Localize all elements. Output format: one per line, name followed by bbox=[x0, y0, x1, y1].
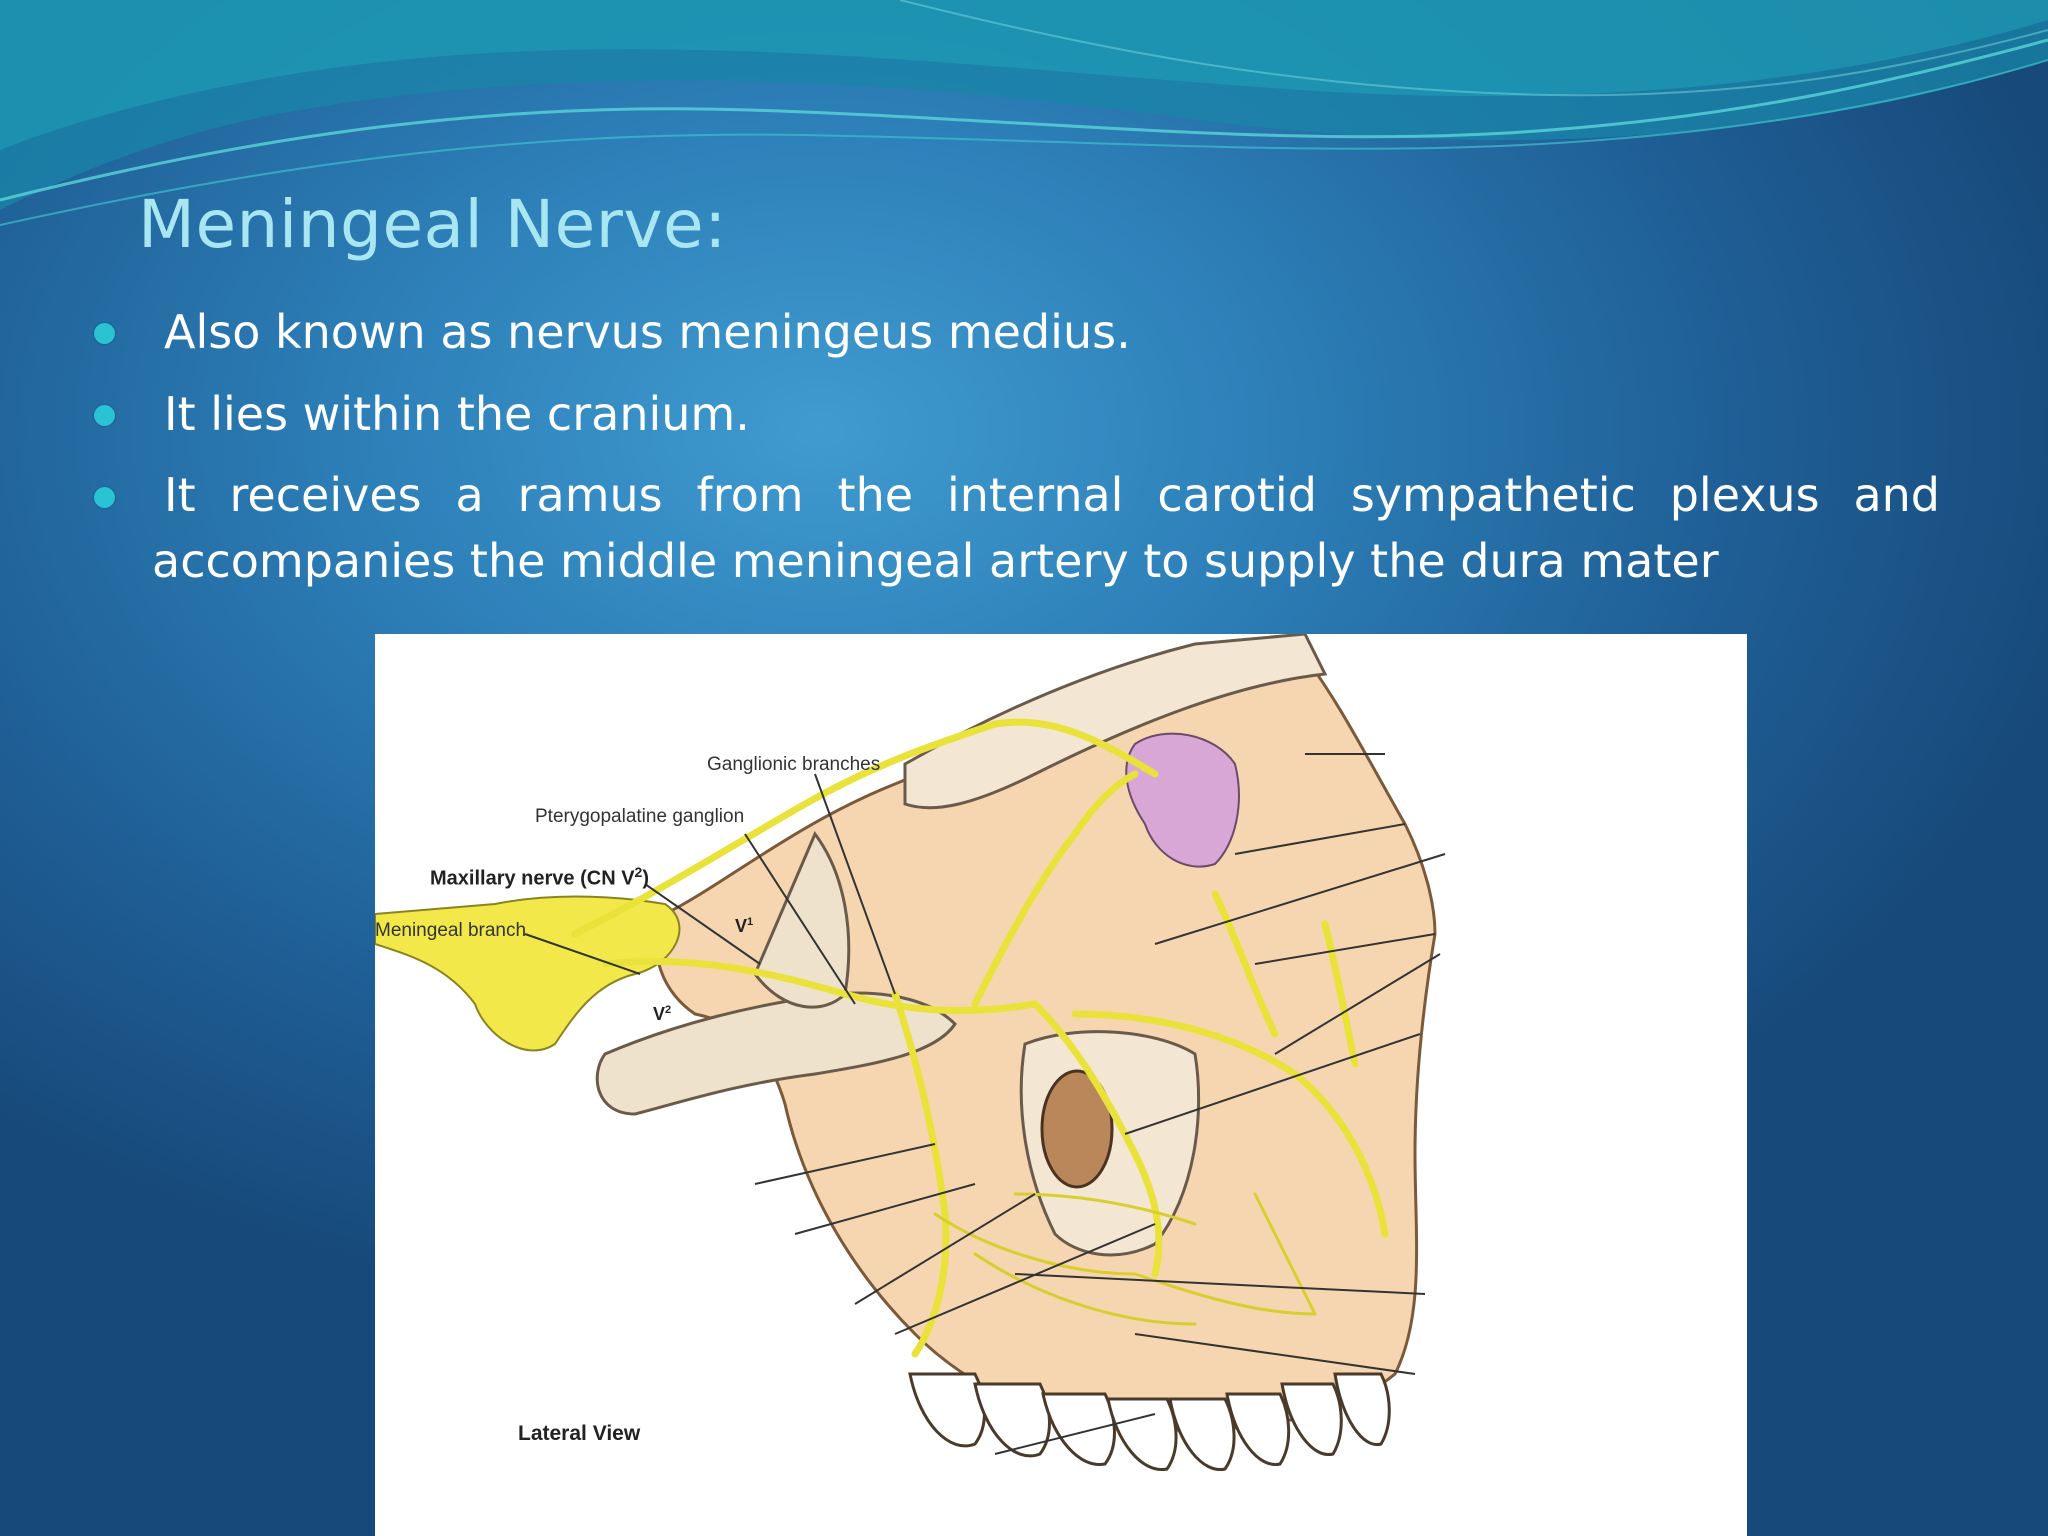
label-v1-text: V bbox=[735, 916, 748, 936]
bullet-item: Also known as nervus meningeus medius. bbox=[88, 298, 1940, 366]
label-lateral-view: Lateral View bbox=[518, 1422, 641, 1445]
label-maxillary-superscript: 2 bbox=[634, 864, 643, 880]
bullet-item: It lies within the cranium. bbox=[88, 380, 1940, 448]
bullet-item: It receives a ramus from the internal ca… bbox=[88, 462, 1940, 594]
bullet-text: Also known as nervus meningeus medius. bbox=[164, 305, 1131, 359]
bullet-dot-icon bbox=[94, 323, 115, 344]
label-meningeal-branch: Meningeal branch bbox=[375, 920, 527, 941]
label-v2-text: V bbox=[653, 1004, 666, 1024]
bullet-list: Also known as nervus meningeus medius. I… bbox=[88, 298, 1940, 608]
label-v2-superscript: 2 bbox=[665, 1004, 672, 1016]
skull-lateral-view-drawing bbox=[375, 634, 1446, 1472]
bullet-text-continued: accompanies the middle meningeal artery … bbox=[152, 534, 1719, 588]
bullet-text: It lies within the cranium. bbox=[164, 387, 750, 441]
header-waves-decoration bbox=[0, 0, 2048, 226]
slide-title: Meningeal Nerve: bbox=[138, 186, 727, 263]
label-maxillary-close: ) bbox=[642, 867, 649, 890]
bullet-dot-icon bbox=[94, 487, 115, 508]
label-pterygopalatine-ganglion: Pterygopalatine ganglion bbox=[535, 806, 745, 827]
label-v1: V1 bbox=[735, 916, 753, 937]
label-maxillary-nerve: Maxillary nerve (CN V2) bbox=[430, 864, 649, 891]
label-ganglionic-branches: Ganglionic branches bbox=[707, 754, 881, 775]
label-v2: V2 bbox=[653, 1004, 671, 1025]
bullet-dot-icon bbox=[94, 405, 115, 426]
anatomy-illustration: Ganglionic branches Pterygopalatine gang… bbox=[375, 634, 1747, 1536]
label-maxillary-text: Maxillary nerve (CN V bbox=[430, 867, 635, 890]
label-v1-superscript: 1 bbox=[747, 916, 754, 928]
bullet-text: It receives a ramus from the internal ca… bbox=[164, 468, 1940, 522]
